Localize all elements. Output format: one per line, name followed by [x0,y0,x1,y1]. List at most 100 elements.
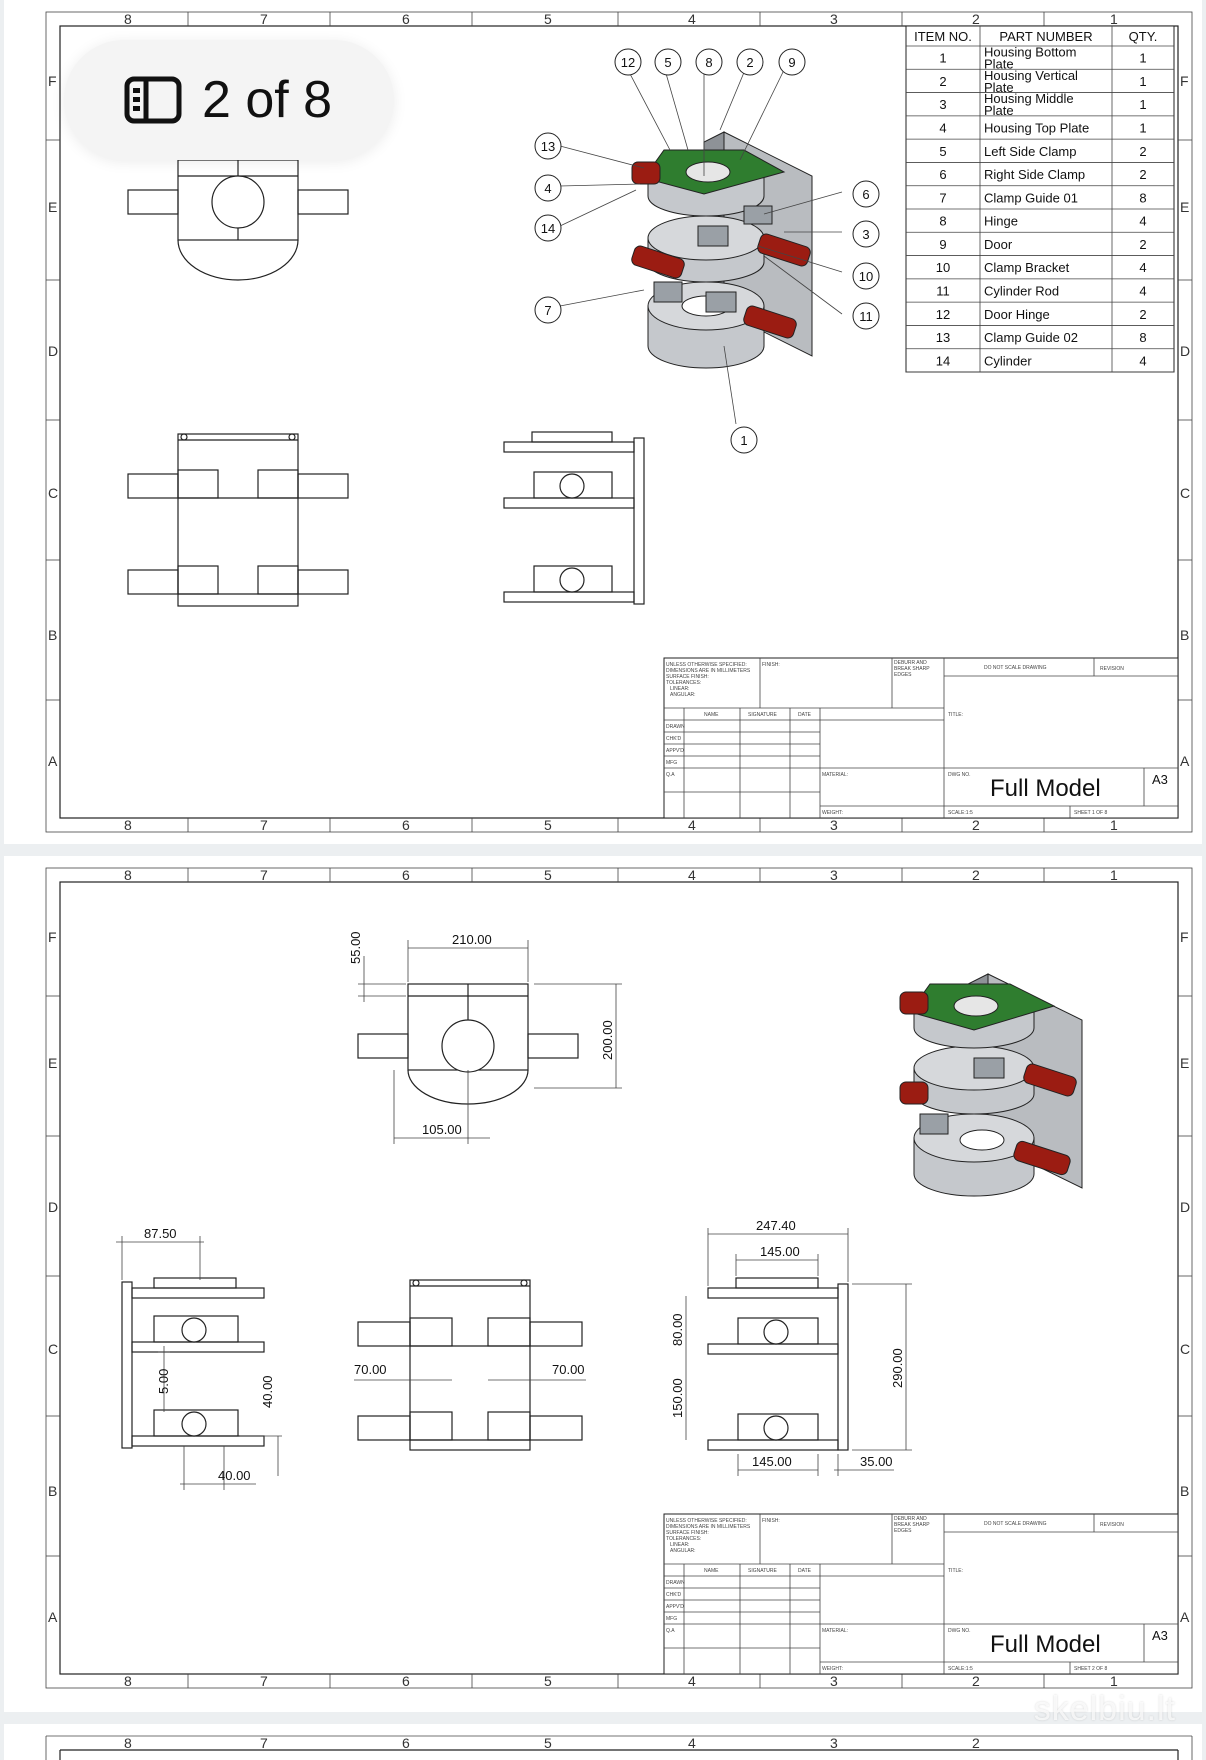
tb-deburr: DEBURR AND [894,660,927,666]
balloon-label: 11 [859,309,873,324]
isometric-assembly-2 [899,973,1083,1197]
zone-col: 6 [402,817,410,833]
zone-row: F [48,73,57,89]
bom-item-no: 14 [936,353,950,368]
balloon: 10 [852,262,880,290]
zone-labels-left: F E D C B A [48,73,58,769]
zone-labels-left: F E D C B A [48,929,58,1625]
balloon-label: 4 [544,181,551,196]
outer-border [45,867,1193,1689]
page-counter-badge[interactable]: 2 of 8 [64,40,394,160]
zone-row: D [48,343,58,359]
bom-item-no: 7 [939,190,946,205]
dim-text: 40.00 [260,1375,275,1408]
zone-col: 7 [260,817,268,833]
tb-rowlabel: MFG [666,760,677,766]
tb-note: ANGULAR: [670,1548,696,1554]
sheet-2-canvas: 8 7 6 5 4 3 2 1 8 7 6 5 4 3 2 1 F E D C … [45,867,1193,1689]
bom-part-number: Right Side Clamp [984,167,1085,182]
bom-part-number: Housing Middle [984,91,1074,106]
dim-text: 70.00 [354,1362,387,1377]
title-block: UNLESS OTHERWISE SPECIFIED: DIMENSIONS A… [663,1513,1179,1675]
tb-do-not-scale: DO NOT SCALE DRAWING [984,665,1047,671]
tb-note: TOLERANCES: [666,680,701,686]
zone-col: 8 [124,11,132,27]
bom-item-no: 2 [939,74,946,89]
tb-col: SIGNATURE [748,712,777,718]
zone-col: 8 [124,817,132,833]
bom-qty: 2 [1139,237,1146,252]
tb-scale: SCALE:1:5 [948,810,973,816]
leader-lines [559,69,843,425]
zone-row: F [1180,929,1189,945]
zone-col: 6 [402,1735,410,1751]
balloon-label: 5 [664,55,671,70]
title-block: UNLESS OTHERWISE SPECIFIED: DIMENSIONS A… [663,657,1179,819]
drawing-sheet-1: 8 7 6 5 4 3 2 1 8 7 6 5 4 3 2 1 F E D C … [4,0,1202,844]
tb-col: SIGNATURE [748,1568,777,1574]
balloon: 2 [736,48,764,76]
zone-row: A [1180,1609,1190,1625]
balloon: 6 [852,180,880,208]
tb-note: TOLERANCES: [666,1536,701,1542]
zone-col: 3 [830,1735,838,1751]
tb-col: DATE [798,1568,812,1574]
zone-col: 3 [830,867,838,883]
balloon-label: 9 [788,55,795,70]
front-view-dimensioned: 70.00 70.00 [354,1279,586,1451]
tb-title-label: TITLE: [948,712,963,718]
zone-row: A [1180,753,1190,769]
balloon-label: 13 [541,139,555,154]
balloon: 3 [852,220,880,248]
balloon-label: 3 [862,227,869,242]
bom-qty: 4 [1139,353,1146,368]
zone-row: F [48,929,57,945]
tb-note: DIMENSIONS ARE IN MILLIMETERS [666,1524,751,1530]
zone-col: 6 [402,867,410,883]
zone-col: 2 [972,1673,980,1689]
balloon: 9 [778,48,806,76]
bom-item-no: 9 [939,237,946,252]
zone-row: D [48,1199,58,1215]
bom-qty: 8 [1139,190,1146,205]
tb-note: SURFACE FINISH: [666,674,709,680]
zone-labels-top: 8 7 6 5 4 3 2 1 [124,867,1118,883]
dim-text: 145.00 [752,1454,792,1469]
balloons: 12 5 8 2 9 13 4 14 7 6 3 10 11 1 [534,48,880,454]
bom-header: PART NUMBER [999,29,1092,44]
tb-weight: WEIGHT: [822,810,843,816]
tb-rowlabel: Q.A [666,1628,675,1634]
zone-row: B [48,627,57,643]
tb-finish: FINISH: [762,1518,780,1524]
balloon: 7 [534,296,562,324]
dim-text: 80.00 [670,1313,685,1346]
zone-row: B [48,1483,57,1499]
zone-col: 4 [688,867,696,883]
zone-row: D [1180,343,1190,359]
bom-part-number: Clamp Guide 01 [984,190,1078,205]
bom-part-number: Housing Vertical [984,68,1078,83]
zone-row: C [48,1341,58,1357]
inner-border [59,25,1179,819]
balloon-label: 2 [746,55,753,70]
tb-col: DATE [798,712,812,718]
bom-item-no: 3 [939,97,946,112]
zone-row: E [48,199,57,215]
zone-col: 7 [260,1673,268,1689]
zone-col: 2 [972,867,980,883]
tb-size: A3 [1152,772,1168,787]
bom-part-number: Plate [984,57,1014,72]
dim-text: 210.00 [452,932,492,947]
bom-qty: 1 [1139,51,1146,66]
tb-material: MATERIAL: [822,772,848,778]
bom-item-no: 5 [939,144,946,159]
zone-col: 5 [544,1673,552,1689]
zone-row: F [1180,73,1189,89]
